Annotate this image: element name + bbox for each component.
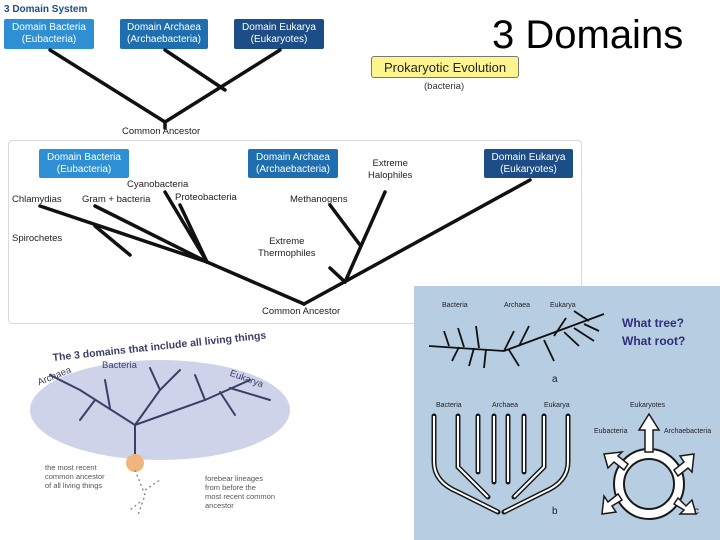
mid-box-archaea: Domain Archaea(Archaebacteria): [248, 149, 338, 178]
living-things-tree: [30, 360, 290, 516]
label-gram-positive: Gram + bacteria: [82, 194, 151, 205]
label-top-eukarya: Eukarya: [550, 302, 576, 309]
label-archaebacteria: Archaebacteria: [664, 428, 712, 435]
tree-c-ring: [601, 412, 697, 520]
tree-comparison-figure: Bacteria Archaea Eukarya What tree? What…: [414, 286, 720, 540]
tree-b-lines: [431, 413, 571, 515]
label-top-archaea: Archaea: [504, 302, 531, 309]
letter-a: a: [552, 374, 558, 385]
label-eukaryotes: Eukaryotes: [630, 402, 666, 409]
question-what-tree: What tree?: [622, 316, 685, 330]
label-bacteria-tree: Bacteria: [102, 360, 137, 371]
top-root-label: Common Ancestor: [122, 126, 201, 137]
top-box-eukarya: Domain Eukarya(Eukaryotes): [234, 19, 324, 49]
label-mid-archaea: Archaea: [492, 402, 519, 409]
letter-b: b: [552, 506, 558, 517]
prokaryotic-sub: (bacteria): [424, 81, 465, 92]
slide-title: 3 Domains: [492, 13, 684, 57]
label-eubacteria: Eubacteria: [594, 428, 628, 435]
label-mid-eukarya: Eukarya: [544, 402, 570, 409]
label-cyanobacteria: Cyanobacteria: [127, 179, 189, 190]
mid-box-eukarya: Domain Eukarya(Eukaryotes): [484, 149, 573, 178]
diagram-header: 3 Domain System: [4, 4, 88, 15]
mid-tree-lines: [38, 178, 532, 306]
label-spirochetes: Spirochetes: [12, 233, 63, 244]
label-proteobacteria: Proteobacteria: [175, 192, 237, 203]
mid-box-bacteria: Domain Bacteria(Eubacteria): [39, 149, 129, 178]
label-chlamydias: Chlamydias: [12, 194, 62, 205]
top-box-bacteria: Domain Bacteria(Eubacteria): [4, 19, 94, 49]
prokaryotic-evolution-label: Prokaryotic Evolution: [371, 56, 519, 78]
question-what-root: What root?: [622, 334, 686, 348]
label-methanogens: Methanogens: [290, 194, 348, 205]
label-mid-bacteria: Bacteria: [436, 402, 462, 409]
letter-c: c: [694, 506, 699, 517]
top-box-archaea: Domain Archaea(Archaebacteria): [120, 19, 208, 49]
label-top-bacteria: Bacteria: [442, 302, 468, 309]
mid-root-label: Common Ancestor: [262, 306, 341, 317]
tree-a-lines: [428, 310, 605, 369]
top-tree-lines: [48, 48, 282, 130]
